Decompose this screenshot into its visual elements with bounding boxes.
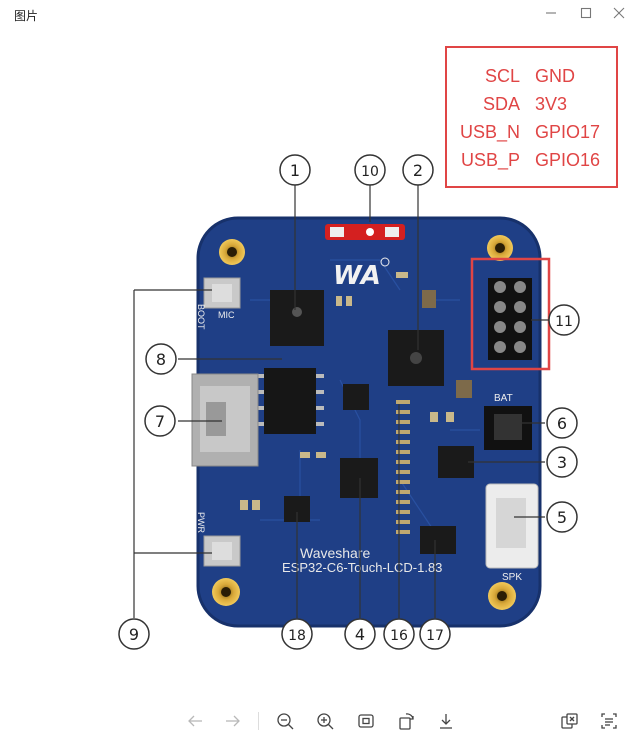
pin-row: USB_N GPIO17 [447, 122, 620, 150]
callout-11: 11 [555, 314, 573, 330]
pin-left: USB_P [460, 150, 520, 170]
callout-1: 1 [290, 161, 300, 180]
zoom-out-button[interactable] [274, 710, 296, 732]
zoom-in-icon [317, 713, 334, 730]
toolbar-divider [258, 712, 259, 730]
pin-row: SDA 3V3 [447, 94, 620, 122]
callout-7: 7 [155, 412, 165, 431]
text-extract-button[interactable] [598, 710, 620, 732]
callout-5: 5 [557, 508, 567, 527]
arrow-right-icon [226, 715, 240, 727]
pin-right: GPIO16 [535, 150, 601, 170]
title-bar: 图片 [0, 0, 640, 28]
silk-model: ESP32-C6-Touch-LCD-1.83 [282, 560, 442, 575]
chip-16 [343, 384, 369, 410]
callout-2: 2 [413, 161, 423, 180]
callout-6: 6 [557, 414, 567, 433]
pin-right: GPIO17 [535, 122, 601, 142]
chip-17 [420, 526, 456, 554]
callout-3: 3 [557, 453, 567, 472]
callout-8: 8 [156, 350, 166, 369]
chip-8 [264, 368, 316, 434]
minimize-button[interactable] [540, 4, 562, 22]
zoom-in-button[interactable] [314, 710, 336, 732]
rotate-button[interactable] [395, 710, 417, 732]
chip-4 [340, 458, 378, 498]
callout-10: 10 [361, 164, 379, 180]
translate-button[interactable] [558, 710, 580, 732]
callout-18: 18 [288, 628, 306, 644]
pin-left: USB_N [459, 122, 520, 142]
pin-row: USB_P GPIO16 [447, 150, 620, 178]
svg-text:WA: WA [333, 261, 381, 291]
arrow-left-icon [188, 715, 202, 727]
silk-bat: BAT [494, 393, 513, 404]
viewer-toolbar [0, 700, 640, 744]
silk-brand: Waveshare [300, 545, 371, 561]
board-image: WA [118, 154, 580, 650]
pin-table: SCL GND SDA 3V3 USB_N GPIO17 USB_P GPIO1… [445, 46, 618, 188]
close-icon [613, 7, 625, 19]
rotate-icon [399, 713, 414, 730]
pin-right: GND [535, 66, 575, 86]
pin-left: SCL [484, 66, 520, 86]
previous-button[interactable] [184, 710, 206, 732]
text-extract-icon [601, 713, 617, 729]
maximize-icon [580, 7, 592, 19]
esp32-chip [270, 290, 324, 346]
next-button[interactable] [222, 710, 244, 732]
pin-row: SCL GND [447, 66, 620, 94]
window-title: 图片 [14, 9, 39, 23]
callout-16: 16 [390, 628, 408, 644]
silk-spk: SPK [502, 572, 522, 583]
pin-header-highlight [470, 257, 551, 371]
fit-button[interactable] [355, 710, 377, 732]
silk-pwr: PWR [196, 512, 206, 533]
download-button[interactable] [435, 710, 457, 732]
close-button[interactable] [608, 4, 630, 22]
download-icon [440, 714, 452, 729]
maximize-button[interactable] [575, 4, 597, 22]
translate-icon [561, 713, 578, 729]
silk-mic: MIC [218, 310, 235, 320]
fit-icon [358, 714, 374, 728]
silk-boot: BOOT [196, 304, 206, 330]
callout-4: 4 [355, 625, 365, 644]
callout-17: 17 [426, 628, 444, 644]
pin-right: 3V3 [535, 94, 568, 114]
minimize-icon [546, 12, 556, 14]
pin-left: SDA [482, 94, 520, 114]
callout-9: 9 [129, 625, 139, 644]
zoom-out-icon [277, 713, 294, 730]
